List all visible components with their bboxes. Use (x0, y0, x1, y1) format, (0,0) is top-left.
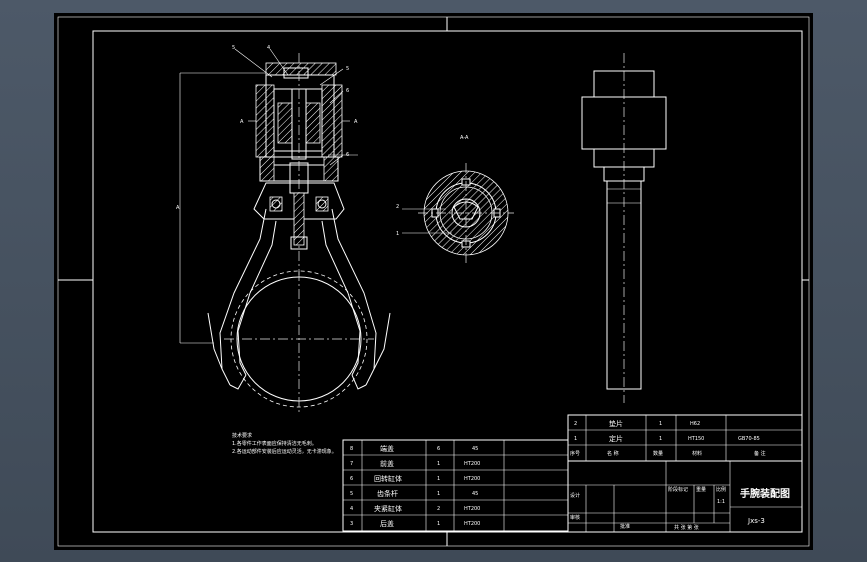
bom-cell: 端盖 (380, 444, 394, 453)
bom-cell: GB70-85 (738, 436, 760, 442)
designer-label: 设计 (570, 492, 580, 499)
scale-value: 1:1 (717, 499, 725, 505)
bom-cell: HT200 (464, 476, 480, 482)
approve-label: 批准 (620, 523, 630, 530)
bom-cell: 1 (437, 476, 440, 482)
bom-upper-table (567, 414, 803, 462)
section-a-a-view: A-A 2 1 (396, 135, 514, 263)
bom-header-cell: 序号 (570, 450, 580, 457)
centering-marks (58, 17, 809, 546)
bom-cell: 8 (350, 446, 353, 452)
bom-cell: 45 (472, 446, 478, 452)
stage-label: 阶段标记 (668, 486, 688, 493)
weight-label: 重量 (696, 486, 706, 493)
main-assembly-view: A A A (176, 53, 391, 413)
notes-line-2: 2.各运动部件安装后应运动灵活，无卡滞现象。 (232, 448, 337, 455)
sheet-label: 共 张 第 张 (674, 524, 699, 531)
balloon-label: 5 (346, 66, 349, 72)
bom-cell: 5 (350, 491, 353, 497)
bom-header-cell: 数量 (653, 450, 663, 457)
notes-line-1: 1.各零件工作表面应保持清洁无毛刺。 (232, 440, 317, 447)
section-label: A-A (460, 135, 469, 141)
balloon-label: 1 (396, 231, 399, 237)
balloon-label: 6 (346, 88, 349, 94)
bom-lower-table (342, 439, 569, 532)
bom-cell: 夹紧缸体 (374, 504, 402, 513)
bom-upper-text: 2 垫片 1 H62 1 定片 1 HT150 GB70-85 序号 名 称 数… (570, 419, 766, 457)
bom-header-cell: 材料 (692, 450, 702, 457)
bom-cell: 后盖 (380, 519, 394, 528)
bom-cell: HT200 (464, 506, 480, 512)
bom-cell: 1 (437, 491, 440, 497)
bom-cell: 1 (659, 436, 662, 442)
balloon-label: 4 (267, 45, 270, 51)
drawing-canvas: A A A (57, 16, 810, 547)
bom-cell: 4 (350, 506, 353, 512)
bom-cell: 1 (574, 436, 577, 442)
bom-cell: 2 (437, 506, 440, 512)
bom-cell: H62 (690, 421, 700, 427)
drawing-viewport[interactable]: A A A (54, 13, 813, 550)
bom-cell: HT150 (688, 436, 704, 442)
svg-text:A: A (240, 119, 244, 125)
bom-cell: HT200 (464, 461, 480, 467)
bom-cell: 6 (350, 476, 353, 482)
side-view (581, 53, 667, 403)
bom-cell: 1 (659, 421, 662, 427)
bom-cell: 齿条杆 (377, 489, 398, 498)
bom-cell: 前盖 (380, 459, 394, 468)
checker-label: 审核 (570, 514, 580, 521)
bom-cell: 7 (350, 461, 353, 467)
bom-cell: 回转缸体 (374, 474, 402, 483)
technical-notes: 技术要求 1.各零件工作表面应保持清洁无毛刺。 2.各运动部件安装后应运动灵活，… (232, 432, 337, 455)
bom-cell: 1 (437, 521, 440, 527)
main-view-balloons: 5 4 5 6 6 (232, 45, 358, 166)
balloon-label: 5 (232, 45, 235, 51)
bom-header-cell: 名 称 (607, 450, 619, 457)
svg-text:A: A (354, 119, 358, 125)
title-block: 设计 审核 批准 阶段标记 重量 比例 1:1 共 张 第 张 手腕装配图 Jx… (567, 460, 803, 533)
bom-cell: 3 (350, 521, 353, 527)
bom-cell: 6 (437, 446, 440, 452)
bom-cell: HT200 (464, 521, 480, 527)
bom-lower-text: 8 端盖 6 45 7 前盖 1 HT200 6 回转缸体 1 HT200 5 … (350, 444, 480, 528)
balloon-label: 2 (396, 204, 399, 210)
bom-cell: 定片 (609, 434, 623, 443)
bom-header-cell: 备 注 (754, 450, 766, 457)
bom-cell: 45 (472, 491, 478, 497)
drawing-number: Jxs-3 (747, 517, 765, 525)
balloon-label: 6 (346, 152, 349, 158)
sheet-outer-border (57, 16, 810, 547)
bom-cell: 1 (437, 461, 440, 467)
bom-cell: 垫片 (609, 419, 623, 428)
notes-heading: 技术要求 (232, 432, 252, 439)
drawing-title: 手腕装配图 (740, 487, 790, 500)
scale-label: 比例 (716, 486, 726, 493)
bom-cell: 2 (574, 421, 577, 427)
svg-text:A: A (176, 205, 180, 211)
